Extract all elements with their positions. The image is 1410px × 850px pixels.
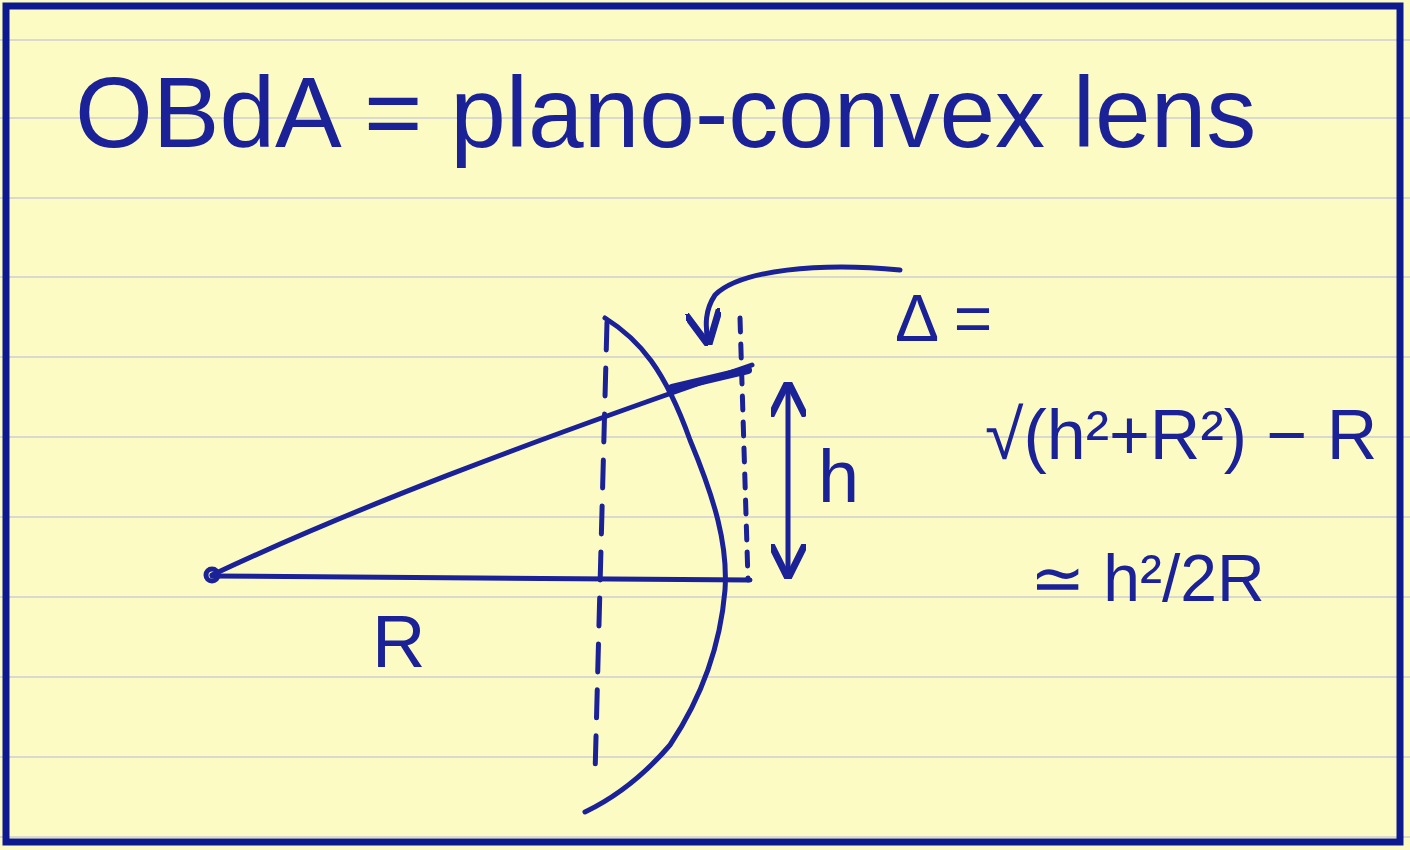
label-holder: h	[818, 440, 859, 514]
title: OBdA = plano-convex lens	[75, 62, 1256, 162]
label-holder: Δ =	[895, 285, 992, 351]
label-holder: R	[372, 605, 425, 679]
radius-axis	[212, 576, 750, 580]
flat-side-dashed	[595, 322, 607, 775]
radius-label: R	[372, 605, 425, 679]
title-holder: OBdA = plano-convex lens	[75, 62, 1256, 162]
page-frame	[6, 6, 1400, 842]
label-holder: ≃ h²/2R	[1030, 545, 1265, 611]
convex-surface	[585, 318, 725, 812]
paper-rules	[0, 40, 1410, 837]
equation-lhs: Δ =	[895, 285, 992, 351]
tangent-plane-dashed	[740, 318, 748, 580]
height-arrow	[786, 385, 791, 575]
callout-arrow	[706, 267, 900, 342]
equation-approx: ≃ h²/2R	[1030, 545, 1265, 611]
height-label: h	[818, 440, 859, 514]
delta-mark	[672, 370, 748, 388]
label-holder: √(h²+R²) − R	[985, 400, 1377, 470]
equation-exact: √(h²+R²) − R	[985, 400, 1377, 470]
